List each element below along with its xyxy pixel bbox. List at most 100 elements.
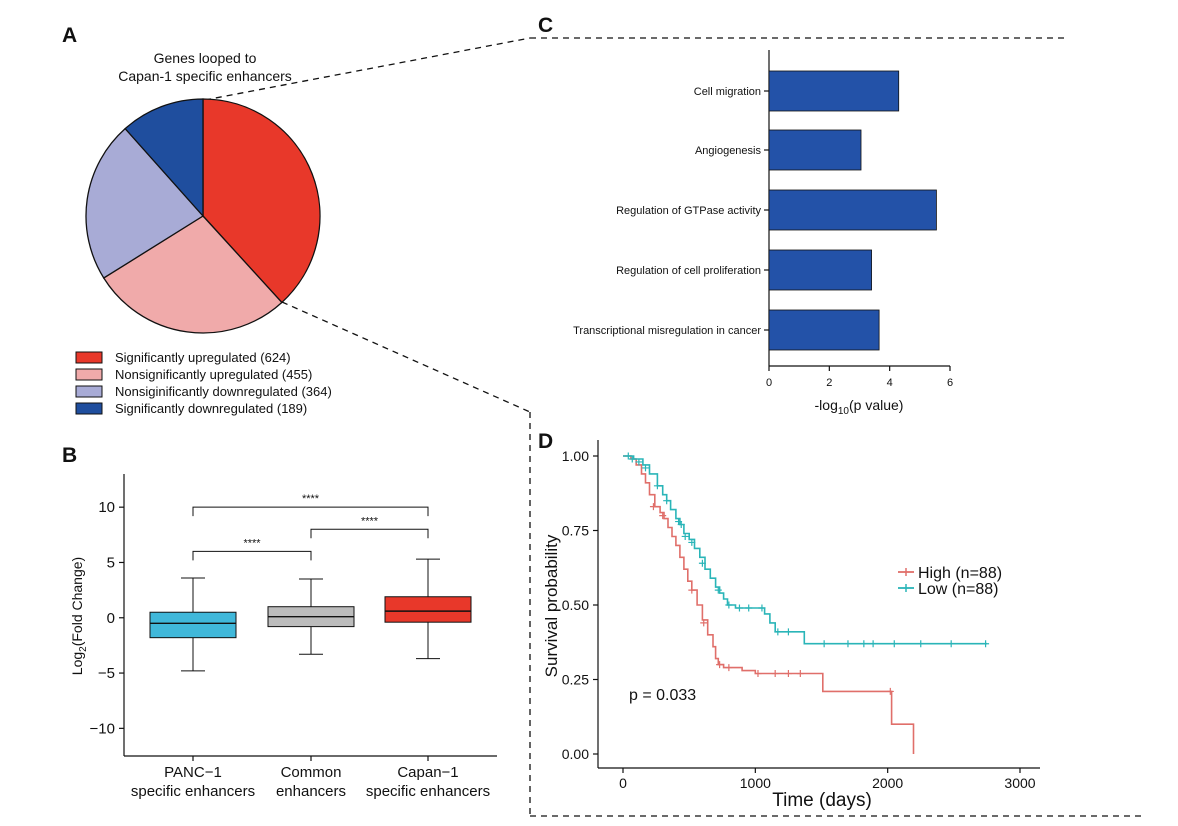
censor-mark-0-2: [688, 586, 696, 594]
bar-3: [768, 249, 872, 291]
bar-category-label-3: Regulation of cell proliferation: [616, 265, 761, 277]
legend-label-0: Significantly upregulated (624): [115, 350, 291, 365]
legend-swatch-2: [75, 385, 103, 398]
censor-mark-0-7: [771, 670, 779, 678]
box-category-label-0-0: PANC−1: [164, 764, 222, 781]
censor-mark-0-5: [725, 664, 733, 672]
pie-legend: Significantly upregulated (624) Nonsignif…: [75, 350, 332, 416]
censor-mark-0-10: [886, 687, 894, 695]
censor-mark-1-9: [688, 538, 696, 546]
survival-y-tick-label-4: 1.00: [562, 448, 589, 464]
box-y-tick-label-0: 10: [98, 499, 115, 516]
survival-curve-1: [623, 455, 987, 645]
legend-swatch-1: [75, 368, 103, 381]
censor-mark-1-3: [641, 464, 649, 472]
survival-curve-0: [623, 455, 915, 754]
pie-slice-0: [202, 98, 321, 304]
bar-category-label-1: Angiogenesis: [695, 145, 762, 157]
pie-slices: [85, 98, 321, 334]
sig-label-1: ****: [361, 515, 379, 527]
survival-x-tick-label-3: 3000: [1004, 775, 1035, 791]
censor-mark-1-12: [725, 601, 733, 609]
censor-mark-0-9: [796, 670, 804, 678]
legend-swatch-3: [75, 402, 103, 415]
bar-category-label-4: Transcriptional misregulation in cancer: [573, 325, 761, 337]
box-body-0: [149, 611, 237, 639]
panel-letter-a: A: [62, 24, 77, 47]
survival-legend: High (n=88)Low (n=88): [898, 565, 1002, 598]
box-category-label-2-0: Capan−1: [397, 764, 458, 781]
survival-x-axis-label: Time (days): [772, 790, 872, 811]
survival-x-tick-label-1: 1000: [740, 775, 771, 791]
bar-category-label-2: Regulation of GTPase activity: [616, 205, 761, 217]
pie-slice-3: [124, 98, 204, 218]
sig-bracket-1: [310, 528, 429, 539]
bar-x-tick-label-0: 0: [766, 377, 772, 389]
bar-1: [768, 129, 862, 171]
censor-mark-1-23: [917, 640, 925, 648]
censor-mark-1-8: [681, 532, 689, 540]
legend-label-1: Nonsignificantly upregulated (455): [115, 367, 312, 382]
censor-mark-1-19: [844, 640, 852, 648]
sig-bracket-2: [192, 550, 312, 561]
bar-x-tick-label-3: 6: [947, 377, 953, 389]
censor-mark-1-4: [653, 482, 661, 490]
panel-a-pie-chart: Genes looped to Capan-1 specific enhance…: [75, 50, 332, 416]
panel-c-bar-chart: 0 2 4 6 Cell migrationAngiogenesisRegulation…: [573, 50, 953, 417]
p-value-label: p = 0.033: [629, 687, 696, 704]
censor-mark-0-4: [716, 661, 724, 669]
survival-y-tick-label-3: 0.75: [562, 523, 589, 539]
box-series: [149, 558, 472, 672]
survival-y-tick-label-1: 0.25: [562, 672, 589, 688]
connector-top: [204, 37, 531, 101]
censor-mark-1-2: [635, 458, 643, 466]
connector-bottom: [281, 301, 531, 413]
bar-x-axis-label: -log10(p value): [815, 397, 904, 417]
censor-mark-1-24: [947, 640, 955, 648]
box-category-label-0-1: specific enhancers: [131, 783, 255, 800]
box-category-label-1-0: Common: [281, 764, 342, 781]
box-y-tick-label-1: 5: [107, 554, 115, 571]
survival-y-tick-label-0: 0.00: [562, 746, 589, 762]
sig-bracket-0: [192, 506, 429, 517]
censor-mark-1-20: [860, 640, 868, 648]
censor-mark-0-0: [649, 503, 657, 511]
bar-4: [768, 309, 880, 351]
box-category-label-2-1: specific enhancers: [366, 783, 490, 800]
censor-mark-0-3: [700, 619, 708, 627]
censor-mark-1-22: [890, 640, 898, 648]
legend-swatch-0: [75, 351, 103, 364]
survival-x-tick-label-2: 2000: [872, 775, 903, 791]
pie-slice-2: [85, 127, 204, 279]
censor-mark-1-21: [869, 640, 877, 648]
bar-x-tick-label-1: 2: [826, 377, 832, 389]
survival-legend-label-1: Low (n=88): [918, 581, 999, 598]
censor-mark-0-6: [754, 670, 762, 678]
pie-title-line-2: Capan-1 specific enhancers: [118, 68, 292, 84]
censor-mark-1-18: [820, 640, 828, 648]
censor-mark-0-8: [784, 670, 792, 678]
survival-legend-label-0: High (n=88): [918, 565, 1002, 582]
bar-x-tick-label-2: 4: [887, 377, 893, 389]
censor-mark-0-1: [659, 512, 667, 520]
censor-mark-1-1: [628, 455, 636, 463]
bar-category-label-0: Cell migration: [694, 86, 761, 98]
sig-label-0: ****: [302, 493, 320, 505]
censor-mark-1-0: [624, 452, 632, 460]
box-body-2: [384, 596, 472, 623]
censor-mark-1-16: [774, 628, 782, 636]
pie-title-line-1: Genes looped to: [154, 50, 257, 66]
legend-label-3: Significantly downregulated (189): [115, 401, 307, 416]
panel-letter-b: B: [62, 444, 77, 467]
panel-letter-c: C: [538, 14, 553, 37]
significance-brackets: ************: [192, 493, 429, 561]
censor-mark-1-5: [663, 497, 671, 505]
survival-y-axis-label: Survival probability: [542, 534, 561, 677]
censor-mark-1-17: [784, 628, 792, 636]
legend-label-2: Nonsiginificantly downregulated (364): [115, 384, 332, 399]
bar-series: [768, 70, 937, 351]
box-y-tick-label-4: −10: [90, 720, 115, 737]
